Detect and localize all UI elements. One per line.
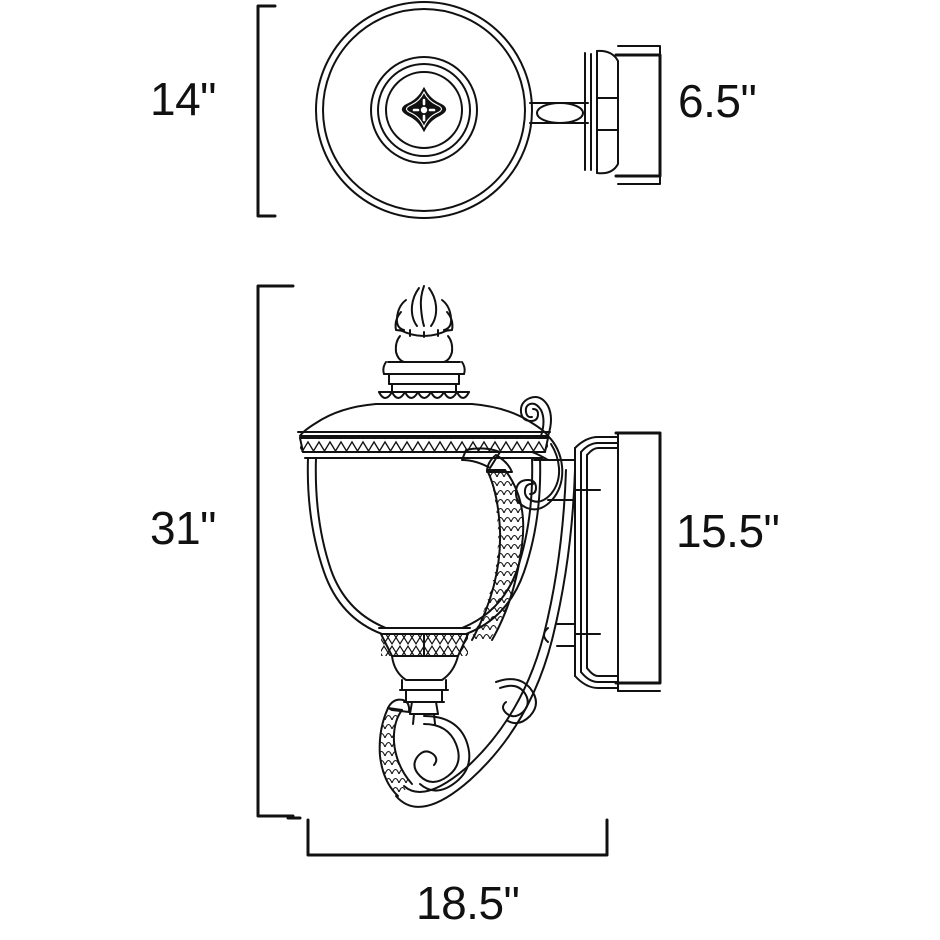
arm-collar: [536, 102, 584, 124]
top-view-arm: [529, 102, 589, 124]
dome-cap: [382, 335, 466, 393]
dimension-label-top-view-height: 14": [150, 73, 217, 125]
quatrefoil-rosette-top: [401, 87, 447, 132]
leaf-flourish-arm: [461, 447, 525, 641]
shade-ring-2: [377, 63, 471, 157]
shade-outer-circle-inner: [322, 8, 526, 212]
side-view-group: [297, 285, 661, 808]
dimension-label-top-view-depth: 6.5": [678, 75, 757, 127]
dimension-bracket-side-backplate: [614, 431, 662, 685]
dimension-bracket-side-height: [256, 284, 295, 818]
dimension-bracket-bottom-width: [306, 818, 609, 857]
leaf-flourish-tail: [378, 698, 413, 797]
dimension-label-side-view-height: 31": [150, 502, 217, 554]
lower-scroll-tail: [395, 469, 576, 808]
ornate-scroll-arm-upper: [514, 396, 576, 511]
top-view-group: [315, 1, 661, 219]
lattice-band-bottom: [378, 627, 471, 657]
shade-outer-circle: [315, 1, 533, 219]
dimension-bracket-top-depth: [614, 53, 662, 178]
dimension-label-side-view-backplate: 15.5": [676, 505, 780, 557]
dimension-label-side-view-width: 18.5": [416, 877, 520, 929]
wall-mount-backplate: [574, 432, 661, 692]
lower-stem: [391, 655, 459, 725]
finial-ornament: [394, 285, 454, 338]
shade-ring-1: [385, 71, 463, 149]
shade-ring-3: [370, 56, 478, 164]
dimension-bracket-top-height: [256, 4, 277, 218]
top-view-backplate: [584, 45, 661, 185]
scalloped-collar: [375, 391, 473, 405]
arm-wall-connector: [543, 623, 576, 647]
